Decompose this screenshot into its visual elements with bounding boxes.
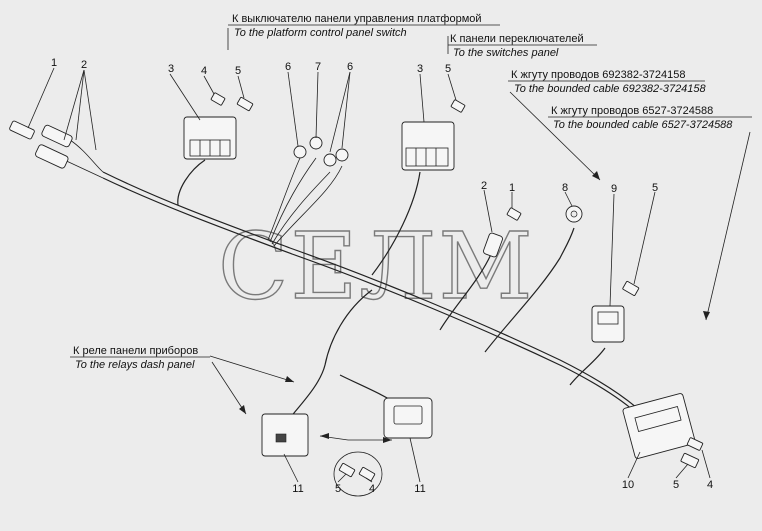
connector-10 (622, 393, 704, 469)
callout-cable-6527: К жгуту проводов 6527-3724588 To the bou… (548, 105, 752, 131)
part-number: 2 (481, 180, 487, 192)
leader-lines (27, 67, 711, 483)
part-number: 1 (509, 182, 515, 194)
part-number: 11 (414, 483, 425, 495)
part-number: 4 (201, 65, 207, 77)
label-platform-switch-ru: К выключателю панели управления платформ… (232, 13, 482, 25)
part-number: 5 (335, 483, 341, 495)
callout-platform-switch: К выключателю панели управления платформ… (228, 13, 500, 39)
label-switches-panel-ru: К панели переключателей (450, 33, 584, 45)
terminal-group-bottom (319, 435, 392, 497)
label-relays-en: To the relays dash panel (75, 359, 195, 371)
watermark-selm: СЕЛМ (218, 213, 535, 320)
part-number: 7 (315, 61, 321, 73)
eyelet-8 (565, 205, 583, 223)
terminals-mid-1-2 (483, 207, 522, 258)
terminals-left-1-2 (9, 120, 73, 169)
part-number: 8 (562, 182, 568, 194)
part-number: 6 (347, 61, 353, 73)
label-cable-6527-ru: К жгуту проводов 6527-3724588 (551, 105, 713, 117)
connector-11-right (383, 397, 433, 439)
label-switches-panel-en: To the switches panel (453, 47, 559, 59)
label-platform-switch-en: To the platform control panel switch (234, 27, 407, 39)
label-cable-692382-en: To the bounded cable 692382-3724158 (514, 83, 707, 95)
direction-arrows (209, 28, 751, 443)
connector-3-left (183, 116, 237, 160)
part-number: 1 (51, 57, 57, 69)
connector-9 (591, 280, 640, 343)
terminals-top-4-5 (210, 92, 466, 113)
part-number: 4 (707, 479, 713, 491)
callout-relays-dash: К реле панели приборов To the relays das… (70, 345, 210, 371)
part-number: 9 (611, 183, 617, 195)
part-number: 5 (235, 65, 241, 77)
part-number: 5 (652, 182, 658, 194)
connector-3-right (401, 121, 455, 171)
part-number: 10 (622, 479, 634, 491)
eyelets-6-7 (293, 136, 349, 167)
part-number: 5 (673, 479, 679, 491)
main-harness-trunk (102, 171, 649, 421)
part-number: 3 (417, 63, 423, 75)
part-number: 2 (81, 59, 87, 71)
part-number: 3 (168, 63, 174, 75)
connector-11-left (261, 413, 309, 457)
part-number: 6 (285, 61, 291, 73)
part-number: 5 (445, 63, 451, 75)
label-cable-6527-en: To the bounded cable 6527-3724588 (553, 119, 733, 131)
callout-switches-panel: К панели переключателей To the switches … (448, 33, 597, 59)
part-numbers: 1 2 3 4 5 6 7 6 3 5 2 1 8 9 5 11 5 4 11 … (51, 57, 713, 495)
part-number: 11 (292, 483, 303, 495)
label-relays-ru: К реле панели приборов (73, 345, 198, 357)
label-cable-692382-ru: К жгуту проводов 692382-3724158 (511, 69, 685, 81)
callout-cable-692382: К жгуту проводов 692382-3724158 To the b… (508, 69, 707, 95)
part-number: 4 (369, 483, 375, 495)
